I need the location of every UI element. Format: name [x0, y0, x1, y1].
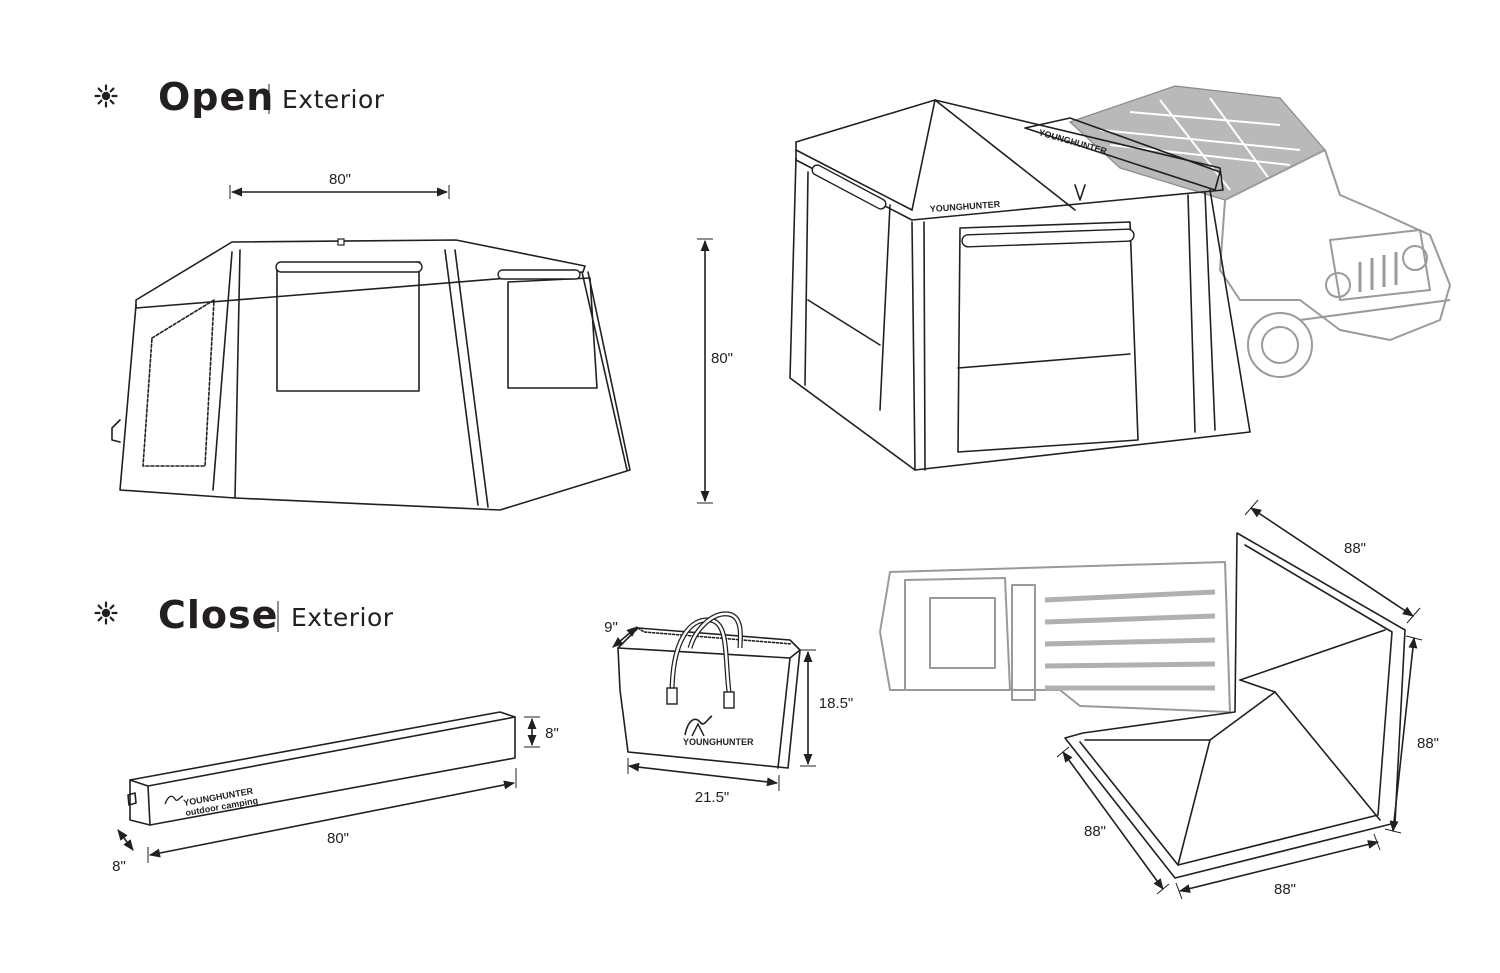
open-width-label: 80" — [329, 171, 351, 188]
close-section-heading: Close Exterior — [94, 593, 394, 637]
bag-dimension-width: 21.5" — [627, 758, 780, 806]
carry-bag-drawing: YOUNGHUNTER — [617, 611, 801, 769]
case-dimension-depth: 8" — [112, 829, 134, 875]
close-subtitle: Exterior — [291, 603, 394, 632]
svg-text:YOUNGHUNTER: YOUNGHUNTER — [929, 199, 1001, 214]
case-height-label: 8" — [545, 725, 559, 742]
awning-right-label: 88" — [1417, 735, 1439, 752]
bag-brand-text: YOUNGHUNTER — [683, 737, 754, 747]
case-length-label: 80" — [327, 830, 349, 847]
bag-dimension-height: 18.5" — [800, 649, 854, 767]
open-height-dimension: 80" — [697, 238, 733, 504]
bag-depth-label: 9" — [604, 619, 618, 636]
brand-logo — [684, 715, 713, 737]
case-dimension-height: 8" — [524, 716, 559, 748]
vehicle-top-drawing — [879, 561, 1231, 713]
sun-bullet-icon — [94, 84, 118, 108]
awning-top-label: 88" — [1344, 540, 1366, 557]
case-dimension-length: 80" — [147, 768, 517, 863]
bag-height-label: 18.5" — [819, 695, 854, 712]
awning-dimension-left: 88" — [1056, 746, 1170, 895]
awning-top-view-drawing — [879, 532, 1406, 879]
bag-width-label: 21.5" — [695, 789, 730, 806]
open-title: Open — [158, 75, 274, 119]
awning-dimension-right: 88" — [1384, 635, 1439, 834]
open-subtitle: Exterior — [282, 85, 385, 114]
closed-case-drawing: YOUNGHUNTER outdoor camping — [127, 711, 516, 826]
sun-bullet-icon — [94, 601, 118, 625]
close-title: Close — [158, 593, 278, 637]
case-depth-label: 8" — [112, 858, 126, 875]
open-front-view-drawing — [111, 238, 631, 511]
awning-dimension-bottom: 88" — [1175, 833, 1381, 900]
open-perspective-drawing: YOUNGHUNTER YOUNGHUNTER — [789, 85, 1451, 471]
open-section-heading: Open Exterior — [94, 75, 385, 119]
vehicle-side-drawing — [1068, 85, 1451, 378]
awning-bottom-label: 88" — [1274, 881, 1296, 898]
open-width-dimension: 80" — [229, 171, 450, 199]
open-height-label: 80" — [711, 350, 733, 367]
awning-left-label: 88" — [1084, 823, 1106, 840]
awning-dimension-top: 88" — [1244, 499, 1421, 624]
bag-dimension-depth: 9" — [604, 619, 638, 648]
